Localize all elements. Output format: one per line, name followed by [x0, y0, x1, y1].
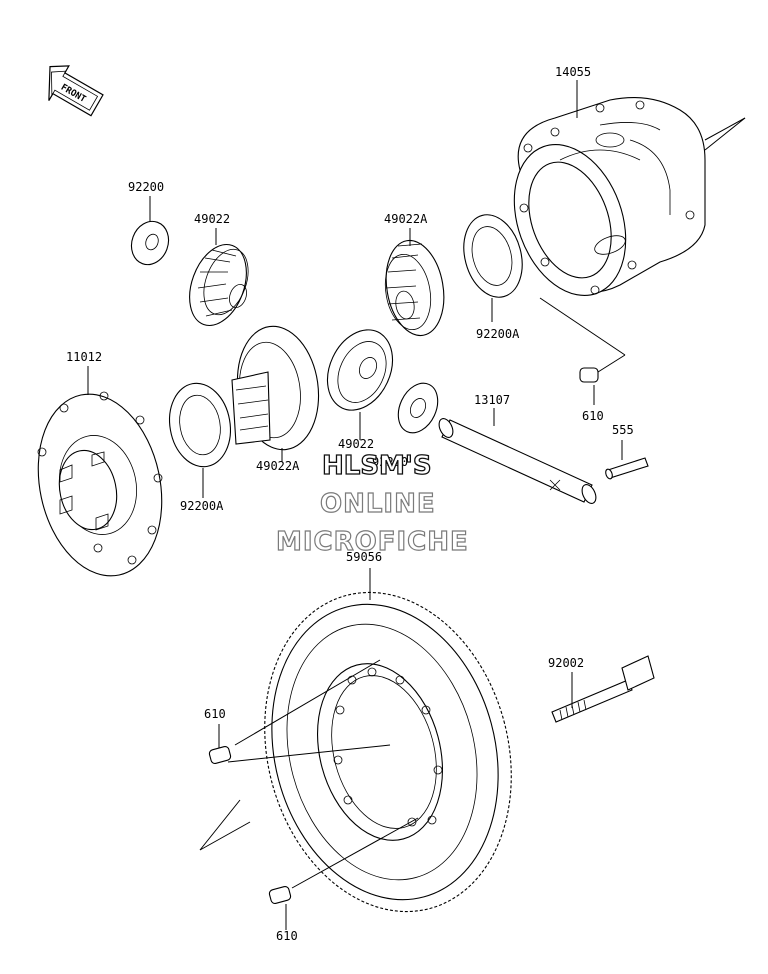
pinion-gear-49022A-top: [384, 239, 445, 337]
label-49022A-left: 49022A: [256, 459, 300, 473]
label-11012: 11012: [66, 350, 102, 364]
label-49022-top: 49022: [194, 212, 230, 226]
label-610-right: 610: [582, 409, 604, 423]
label-49022-mid: 49022: [338, 437, 374, 451]
front-arrow-icon: FRONT: [48, 65, 104, 117]
dowel-610-right: [579, 367, 599, 383]
label-92200A-right: 92200A: [476, 327, 520, 341]
leader-lines: [87, 80, 626, 930]
label-92200-mid: 92200: [372, 455, 408, 469]
label-92200: 92200: [128, 180, 164, 194]
shaft-13107: [438, 418, 597, 504]
washer-92200A-right: [463, 214, 523, 298]
washer-92200-mid: [397, 382, 439, 434]
side-gear-49022A-left: [231, 325, 320, 451]
watermark-line2: ONLINE: [320, 489, 436, 519]
bolt-92002: [551, 655, 655, 723]
part-labels: 14055 92200 49022 49022A 92200A 11012 61…: [66, 65, 634, 943]
cover-plate-11012: [37, 391, 163, 577]
label-610-bottom: 610: [276, 929, 298, 943]
dowel-610-left: [208, 745, 232, 765]
label-92002: 92002: [548, 656, 584, 670]
pin-555: [605, 457, 649, 480]
dowel-610-bottom: [268, 885, 292, 905]
pinion-gear-49022-top: [189, 243, 249, 327]
pinion-gear-49022-mid: [326, 329, 394, 411]
watermark-line3: MICROFICHE: [276, 527, 469, 557]
label-49022A-top: 49022A: [384, 212, 428, 226]
label-610-left: 610: [204, 707, 226, 721]
ring-gear-59056: [199, 591, 512, 913]
watermark: HLSM'S ONLINE MICROFICHE: [275, 450, 469, 557]
label-59056: 59056: [346, 550, 382, 564]
differential-case: [513, 97, 746, 296]
label-13107: 13107: [474, 393, 510, 407]
label-555: 555: [612, 423, 634, 437]
watermark-line1: HLSM'S: [322, 451, 432, 481]
washer-92200A-left: [169, 382, 231, 468]
label-14055: 14055: [555, 65, 591, 79]
label-92200A-left: 92200A: [180, 499, 224, 513]
washer-92200: [130, 220, 170, 266]
